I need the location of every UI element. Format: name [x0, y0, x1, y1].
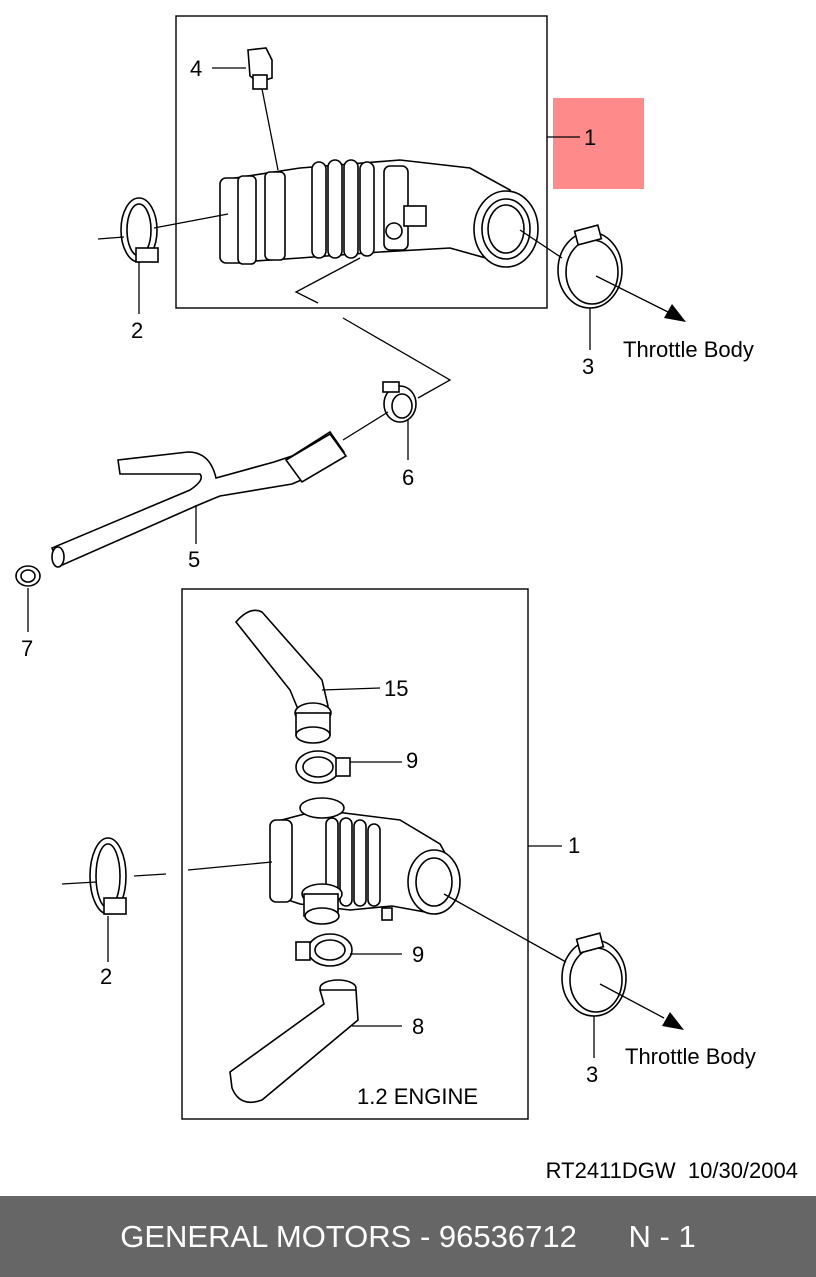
- callout-6: 6: [402, 465, 414, 490]
- clamp-part-7: [15, 565, 41, 587]
- callout-7: 7: [21, 636, 33, 661]
- parts-diagram: 4 1 2 3 Throttle Body 6 5 7 15 9 1 9 2 8…: [15, 15, 798, 1183]
- callout-8: 8: [412, 1014, 424, 1039]
- footer-bar: GENERAL MOTORS - 96536712 N - 1: [0, 1196, 816, 1277]
- footer-part-number: 96536712: [438, 1218, 577, 1254]
- callout-1-top: 1: [584, 125, 596, 150]
- clamp-part-9-upper: [295, 750, 351, 784]
- footer-page-ref: N - 1: [628, 1218, 696, 1254]
- callout-4: 4: [190, 56, 202, 81]
- clamp-part-2-top: [120, 197, 159, 263]
- hose-part-15: [234, 609, 332, 744]
- arrow-head-top: [664, 304, 686, 322]
- top-assembly-frame: [175, 15, 548, 309]
- clamp-part-9-lower: [295, 933, 353, 967]
- clamp-part-3-bottom: [561, 932, 627, 1017]
- hose-part-8: [229, 979, 359, 1104]
- callout-15: 15: [384, 676, 408, 701]
- arrow-head-bottom: [662, 1012, 684, 1030]
- callout-1-bottom: 1: [568, 833, 580, 858]
- callout-9-lower: 9: [412, 942, 424, 967]
- throttle-body-label-bottom: Throttle Body: [625, 1044, 756, 1069]
- breather-hose-part-5: [50, 430, 348, 568]
- callout-2-top: 2: [131, 318, 143, 343]
- bottom-assembly-frame: [181, 588, 529, 1120]
- callout-5: 5: [188, 547, 200, 572]
- sensor-part-4: [247, 47, 279, 171]
- clamp-part-6: [382, 381, 417, 423]
- footer-separator: -: [411, 1218, 439, 1254]
- intake-hose-top: [219, 159, 539, 268]
- callout-9-upper: 9: [406, 748, 418, 773]
- callout-3-top: 3: [582, 354, 594, 379]
- throttle-body-label-top: Throttle Body: [623, 337, 754, 362]
- intake-hose-bottom: [269, 797, 461, 925]
- drawing-reference: RT2411DGW 10/30/2004: [546, 1158, 798, 1183]
- clamp-part-3-top: [557, 224, 623, 309]
- callout-2-bottom: 2: [100, 964, 112, 989]
- highlight-marker: [553, 98, 644, 189]
- engine-variant-label: 1.2 ENGINE: [357, 1084, 478, 1109]
- footer-spacer: [577, 1219, 629, 1255]
- callout-3-bottom: 3: [586, 1062, 598, 1087]
- clamp-part-2-bottom: [89, 837, 127, 915]
- footer-brand: GENERAL MOTORS: [120, 1218, 412, 1254]
